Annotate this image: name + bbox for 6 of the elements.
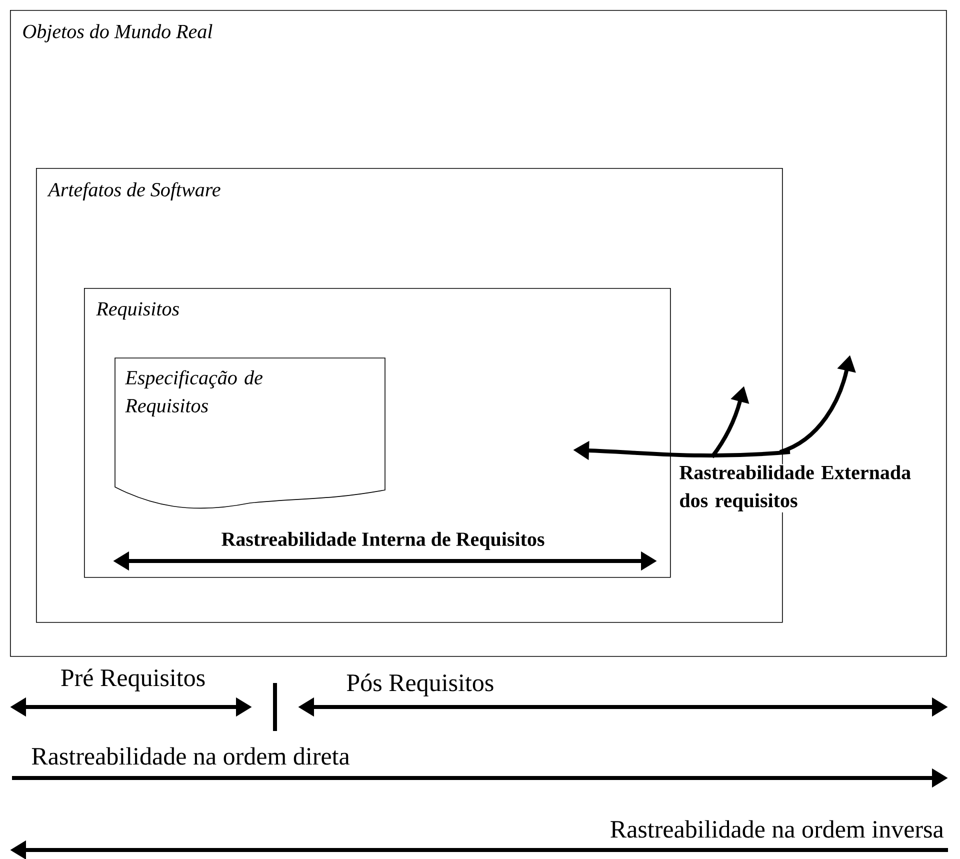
arrow-label: Rastreabilidade na ordem inversa (610, 820, 944, 838)
arrow-label: Rastreabilidade Externada dos requisitos (678, 464, 920, 512)
arrow-label: Rastreabilidade na ordem direta (32, 747, 350, 765)
arrow-label: Rastreabilidade Interna de Requisitos (222, 532, 544, 550)
arrow-label: Pré Requisitos (61, 668, 205, 692)
arrow-label: Pós Requisitos (346, 674, 494, 696)
